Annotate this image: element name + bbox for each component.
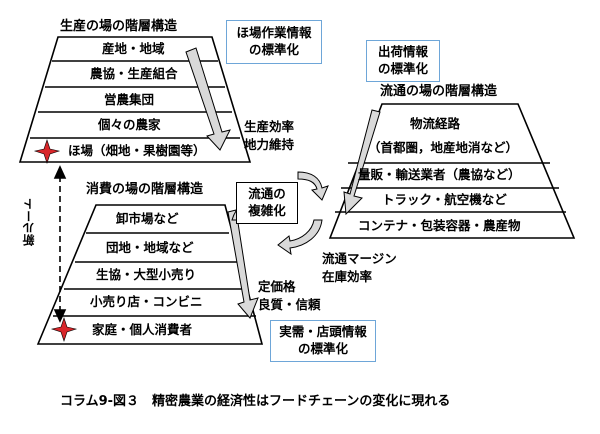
production-tier-2: 農協・生産組合 (90, 66, 178, 81)
consumption-tier-3: 生協・大型小売り (96, 267, 197, 282)
distribution-flow-arrow (343, 109, 381, 216)
distribution-tier-4: コンテナ・包装容器・農産物 (358, 218, 521, 233)
consumption-tier-5: 家庭・個人消費者 (92, 322, 193, 337)
figure-caption: コラム9-図３ 精密農業の経済性はフードチェーンの変化に現れる (60, 394, 451, 409)
production-tier-3: 営農集団 (104, 92, 155, 107)
production-tier-4: 個々の農家 (98, 117, 161, 132)
center-box-line-2: 複雑化 (248, 203, 286, 218)
production-star (33, 139, 61, 164)
consumption-tier-1: 卸市場など (116, 211, 179, 226)
center-complexity-box: 流通の 複雑化 (236, 182, 298, 224)
consumption-info-line-2: の標準化 (297, 341, 348, 356)
production-title: 生産の場の階層構造 (60, 19, 178, 34)
production-info-box: ほ場作業情報 の標準化 (226, 20, 322, 64)
distribution-pyramid (328, 103, 576, 239)
distribution-title: 流通の場の階層構造 (380, 84, 498, 99)
production-efficiency-line-2: 地力維持 (244, 136, 295, 152)
production-info-line-2: の標準化 (248, 42, 299, 57)
consumption-info-line-1: 実需・店頭情報 (279, 324, 367, 340)
pricing-line-1: 定価格 (258, 279, 296, 294)
distribution-tier-3: トラック・航空機など (382, 192, 507, 207)
consumption-pyramid-outline (36, 204, 264, 345)
production-efficiency-line-1: 生産効率 (244, 119, 295, 134)
distribution-margin-line-2: 在庫効率 (322, 268, 373, 284)
production-efficiency-note: 生産効率 地力維持 (244, 118, 294, 153)
distribution-tier-1-sub: （首都圏，地産地消など） (368, 140, 519, 155)
consumption-info-box: 実需・店頭情報 の標準化 (270, 320, 376, 362)
distribution-tier-2: 量販・輸送業者（農協など） (358, 167, 521, 182)
consumption-title: 消費の場の階層構造 (86, 182, 204, 197)
consumption-tier-4: 小売り店・コンビニ (90, 294, 203, 309)
new-route-arrow (53, 165, 67, 323)
distribution-margin-note: 流通マージン 在庫効率 (322, 250, 397, 285)
consumption-flow-arrow (227, 209, 259, 319)
consumption-star (50, 317, 78, 342)
center-box-line-1: 流通の (248, 186, 286, 202)
distribution-info-line-1: 出荷情報 (377, 44, 428, 60)
production-flow-arrow (185, 47, 231, 151)
consumption-pyramid (36, 204, 264, 345)
distribution-margin-line-1: 流通マージン (322, 251, 397, 266)
pricing-line-2: 良質・信頼 (258, 296, 321, 312)
production-tier-5: ほ場（畑地・果樹園等） (68, 143, 206, 158)
distribution-info-line-2: の標準化 (377, 61, 428, 76)
production-info-line-1: ほ場作業情報 (236, 25, 312, 41)
production-tier-1: 産地・地域 (102, 41, 165, 56)
consumption-tier-2: 団地・地域など (106, 240, 194, 255)
new-route-label: 新ルート (22, 198, 36, 246)
distribution-tier-1: 物流経路 (410, 116, 461, 131)
distribution-info-box: 出荷情報 の標準化 (366, 40, 440, 82)
pricing-note: 定価格 良質・信頼 (258, 278, 321, 313)
